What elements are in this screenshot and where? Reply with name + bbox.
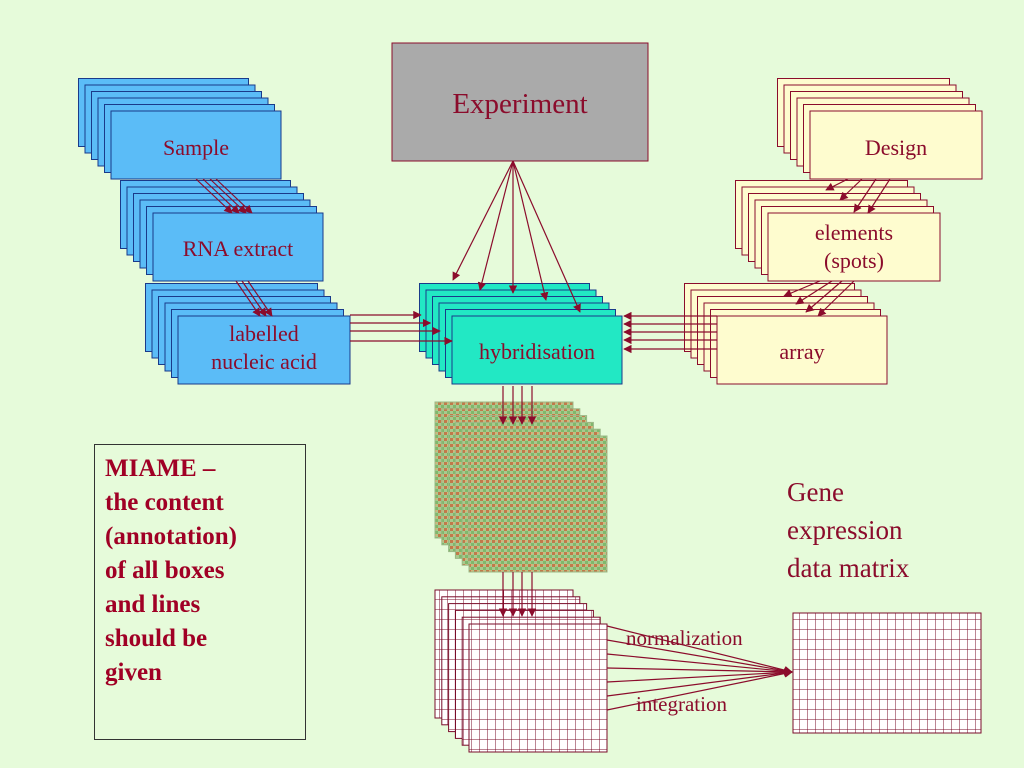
labelled-nucleic-acid-stack (145, 283, 351, 385)
gene-expression-data-matrix-label: Gene expression data matrix (787, 477, 910, 583)
elements-stack (735, 180, 941, 282)
arrow (241, 280, 267, 317)
arrow (606, 653, 793, 676)
arrow (606, 667, 793, 677)
connector-arrows (195, 160, 891, 711)
rna-extract-layer (152, 212, 324, 282)
array-label: array (779, 339, 825, 364)
arrow (477, 160, 514, 291)
hybridisation-label: hybridisation (478, 339, 596, 364)
arrow (202, 178, 240, 214)
arrow (512, 160, 581, 313)
miame-note-box (94, 444, 306, 740)
arrow (867, 178, 891, 214)
arrow (606, 639, 793, 675)
labelled-nucleic-acid-layer (177, 315, 351, 385)
arrow (606, 668, 793, 697)
arrow (795, 280, 833, 305)
microarray-image-layer (468, 435, 608, 573)
miame-note-text: MIAME – the content (annotation) of all … (105, 455, 237, 686)
arrow (825, 178, 849, 191)
array-stack (684, 283, 888, 385)
arrow (606, 625, 793, 675)
arrow (235, 280, 261, 317)
sample-stack (78, 78, 282, 180)
experiment-label: Experiment (452, 88, 588, 120)
elements-layer (767, 212, 941, 282)
arrow (452, 160, 514, 281)
design-stack (777, 78, 983, 180)
arrow (853, 178, 877, 213)
array-layer (716, 315, 888, 385)
arrow (839, 178, 863, 201)
arrow (606, 668, 793, 683)
elements-label: elements (spots) (814, 220, 894, 273)
labelled-nucleic-acid-label: labelled nucleic acid (211, 321, 317, 374)
arrow (195, 178, 233, 214)
rna-extract-stack (120, 180, 324, 282)
integration-label: integration (636, 692, 727, 716)
arrow (512, 160, 549, 301)
arrow (606, 669, 793, 711)
arrow (783, 280, 821, 297)
hybridisation-stack (419, 283, 623, 385)
rna-extract-label: RNA extract (182, 236, 294, 261)
arrow (209, 178, 247, 214)
arrow (215, 178, 253, 214)
experiment-box (391, 42, 649, 162)
data-matrix-stack (434, 589, 608, 753)
normalization-label: normalization (626, 626, 743, 650)
data-matrix-layer (468, 623, 608, 753)
arrow (805, 280, 843, 313)
microarray-image-stack (434, 401, 608, 573)
arrow (817, 280, 855, 317)
design-layer (809, 110, 983, 180)
sample-label: Sample (163, 135, 229, 160)
hybridisation-layer (451, 315, 623, 385)
design-label: Design (864, 135, 928, 160)
arrow (247, 280, 273, 317)
gene-expression-matrix (792, 612, 982, 734)
